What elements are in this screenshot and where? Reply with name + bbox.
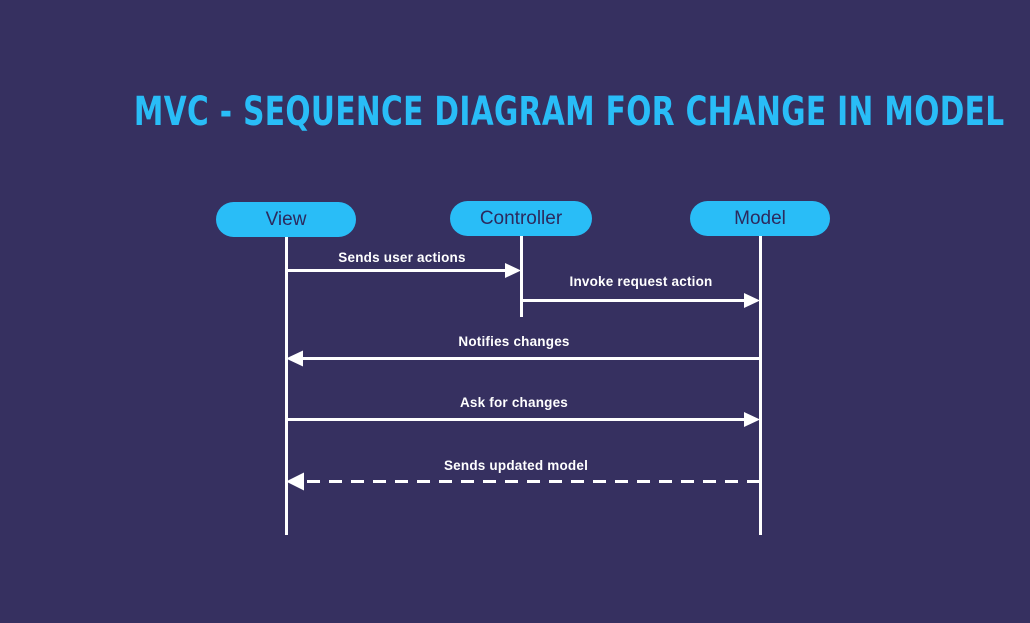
participant-box-controller[interactable]: Controller <box>450 201 592 236</box>
message-label-notifies-changes: Notifies changes <box>458 334 570 349</box>
message-label-sends-user-actions: Sends user actions <box>338 250 466 265</box>
participant-label-controller: Controller <box>479 207 563 229</box>
message-arrow-sends-user-actions <box>286 263 521 278</box>
message-arrow-notifies-changes <box>286 350 760 367</box>
participant-box-view[interactable]: View <box>216 202 356 237</box>
participant-box-model[interactable]: Model <box>690 201 830 236</box>
page-title: MVC - Sequence Diagram for Change in Mod… <box>133 89 1005 135</box>
participant-label-model: Model <box>734 207 786 229</box>
message-label-ask-for-changes: Ask for changes <box>459 395 569 410</box>
message-arrow-invoke-request-action <box>521 293 760 308</box>
message-label-sends-updated-model: Sends updated model <box>443 458 589 473</box>
message-arrow-ask-for-changes <box>286 412 760 427</box>
message-label-invoke-request-action: Invoke request action <box>569 274 713 289</box>
participant-label-view: View <box>265 208 307 230</box>
message-arrow-sends-updated-model <box>286 472 760 491</box>
